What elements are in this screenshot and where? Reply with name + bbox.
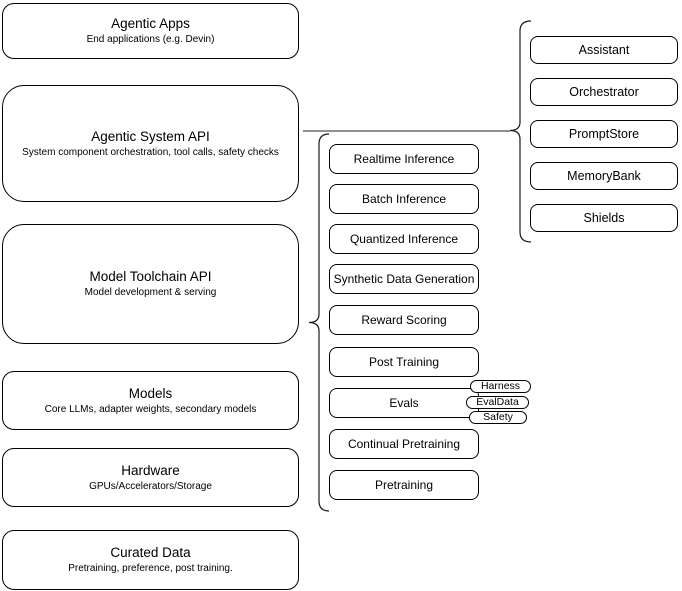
node-subtitle: End applications (e.g. Devin) bbox=[86, 34, 215, 45]
node-label: Evals bbox=[389, 396, 419, 410]
node-label: Synthetic Data Generation bbox=[333, 272, 475, 286]
node-realtime-inference: Realtime Inference bbox=[329, 144, 479, 174]
node-shields: Shields bbox=[530, 204, 678, 232]
node-label: Orchestrator bbox=[569, 85, 639, 99]
node-promptstore: PromptStore bbox=[530, 120, 678, 148]
node-model-toolchain-api: Model Toolchain API Model development & … bbox=[2, 224, 299, 344]
node-reward-scoring: Reward Scoring bbox=[329, 305, 479, 335]
tag-label: Safety bbox=[483, 411, 513, 423]
node-label: Post Training bbox=[368, 355, 440, 369]
node-label: Continual Pretraining bbox=[347, 437, 461, 451]
node-synthetic-data-generation: Synthetic Data Generation bbox=[329, 264, 479, 294]
node-label: PromptStore bbox=[568, 127, 640, 141]
node-evals: Evals bbox=[329, 388, 479, 418]
node-label: Pretraining bbox=[374, 478, 434, 492]
node-subtitle: Pretraining, preference, post training. bbox=[68, 563, 233, 574]
tag-label: Harness bbox=[480, 380, 521, 392]
node-memorybank: MemoryBank bbox=[530, 162, 678, 190]
node-label: Realtime Inference bbox=[353, 152, 455, 166]
node-agentic-apps: Agentic Apps End applications (e.g. Devi… bbox=[2, 3, 299, 59]
node-orchestrator: Orchestrator bbox=[530, 78, 678, 106]
node-title: Hardware bbox=[121, 462, 180, 478]
eval-tag-safety: Safety bbox=[469, 411, 527, 424]
node-batch-inference: Batch Inference bbox=[329, 184, 479, 214]
node-pretraining: Pretraining bbox=[329, 470, 479, 500]
toolchain-services-brace bbox=[308, 133, 330, 512]
node-label: Quantized Inference bbox=[349, 232, 459, 246]
node-title: Curated Data bbox=[110, 545, 191, 560]
node-models: Models Core LLMs, adapter weights, secon… bbox=[2, 371, 299, 430]
node-post-training: Post Training bbox=[329, 347, 479, 377]
node-title: Models bbox=[128, 385, 173, 401]
node-curated-data: Curated Data Pretraining, preference, po… bbox=[2, 530, 299, 590]
node-quantized-inference: Quantized Inference bbox=[329, 224, 479, 254]
tag-label: EvalData bbox=[476, 396, 519, 408]
node-title: Agentic System API bbox=[91, 128, 210, 144]
node-agentic-system-api: Agentic System API System component orch… bbox=[2, 85, 299, 202]
node-continual-pretraining: Continual Pretraining bbox=[329, 429, 479, 459]
eval-tag-evaldata: EvalData bbox=[466, 396, 529, 409]
node-hardware: Hardware GPUs/Accelerators/Storage bbox=[2, 448, 299, 507]
node-label: MemoryBank bbox=[567, 169, 641, 183]
node-label: Reward Scoring bbox=[361, 313, 447, 327]
node-title: Model Toolchain API bbox=[89, 269, 212, 284]
node-title: Agentic Apps bbox=[111, 16, 190, 31]
node-label: Shields bbox=[583, 211, 625, 225]
node-subtitle: Model development & serving bbox=[84, 287, 217, 298]
node-label: Assistant bbox=[578, 43, 630, 57]
node-subtitle: System component orchestration, tool cal… bbox=[22, 146, 279, 158]
node-label: Batch Inference bbox=[361, 192, 447, 206]
eval-tag-harness: Harness bbox=[470, 380, 531, 393]
system-components-brace bbox=[509, 20, 532, 243]
node-subtitle: GPUs/Accelerators/Storage bbox=[89, 480, 212, 492]
node-assistant: Assistant bbox=[530, 36, 678, 64]
node-subtitle: Core LLMs, adapter weights, secondary mo… bbox=[44, 403, 257, 415]
